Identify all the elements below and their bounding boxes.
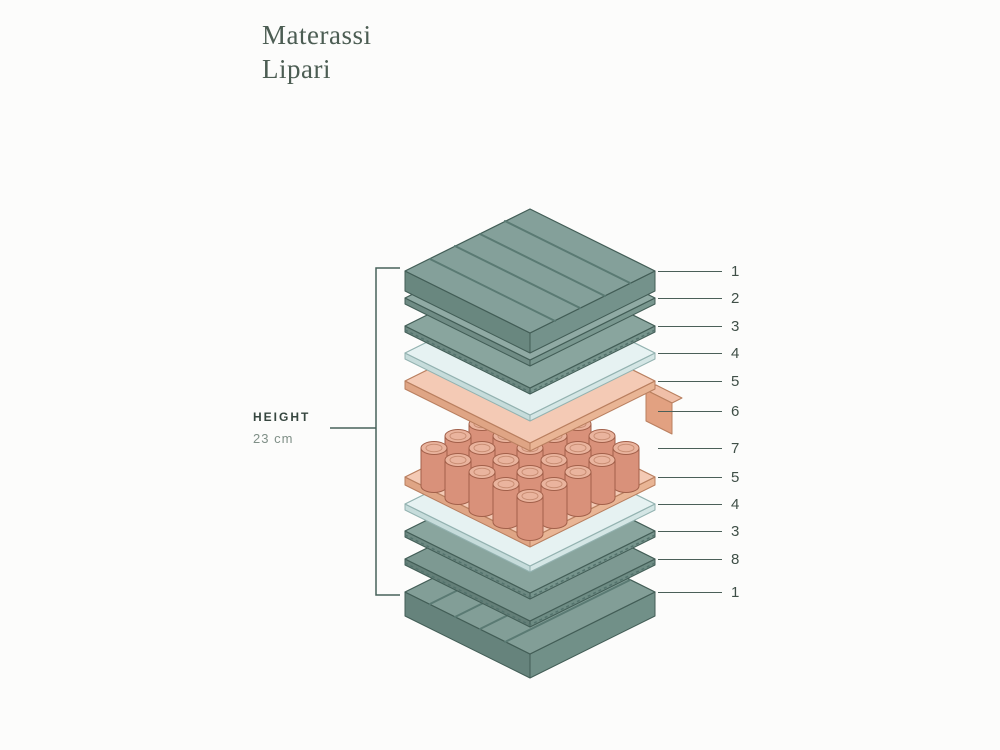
page-title: Materassi Lipari <box>262 18 371 86</box>
callout-number: 8 <box>731 550 740 568</box>
callout-row: 6 <box>658 401 739 421</box>
callout-number: 5 <box>731 372 740 390</box>
callout-line <box>658 380 722 382</box>
callout-number: 3 <box>731 522 740 540</box>
callout-number: 5 <box>731 468 740 486</box>
callout-line <box>658 558 722 560</box>
height-value: 23 cm <box>253 431 294 446</box>
callout-number: 3 <box>731 317 740 335</box>
callout-row: 1 <box>658 582 739 602</box>
callout-row: 8 <box>658 549 739 569</box>
callout-row: 1 <box>658 261 739 281</box>
callout-number: 1 <box>731 262 740 280</box>
callout-row: 4 <box>658 494 739 514</box>
callout-line <box>658 325 722 327</box>
title-line-2: Lipari <box>262 54 331 84</box>
callout-line <box>658 297 722 299</box>
layer-1-top-cover <box>404 208 656 354</box>
height-bracket <box>330 267 400 596</box>
callout-line <box>658 410 722 412</box>
callout-number: 6 <box>731 402 740 420</box>
title-line-1: Materassi <box>262 20 372 50</box>
callout-row: 5 <box>658 371 739 391</box>
callout-row: 7 <box>658 438 739 458</box>
callout-number: 2 <box>731 289 740 307</box>
callout-line <box>658 270 722 272</box>
callout-line <box>658 352 722 354</box>
callout-number: 7 <box>731 439 740 457</box>
callout-line <box>658 476 722 478</box>
callout-line <box>658 503 722 505</box>
callout-line <box>658 591 722 593</box>
callout-number: 4 <box>731 495 740 513</box>
height-annotation: HEIGHT 23 cm <box>253 410 310 446</box>
callout-number: 4 <box>731 344 740 362</box>
callout-line <box>658 447 722 449</box>
callout-row: 3 <box>658 316 739 336</box>
callout-line <box>658 530 722 532</box>
callout-row: 5 <box>658 467 739 487</box>
callout-row: 3 <box>658 521 739 541</box>
callout-row: 4 <box>658 343 739 363</box>
height-label: HEIGHT <box>253 410 311 424</box>
callout-number: 1 <box>731 583 740 601</box>
callout-row: 2 <box>658 288 739 308</box>
